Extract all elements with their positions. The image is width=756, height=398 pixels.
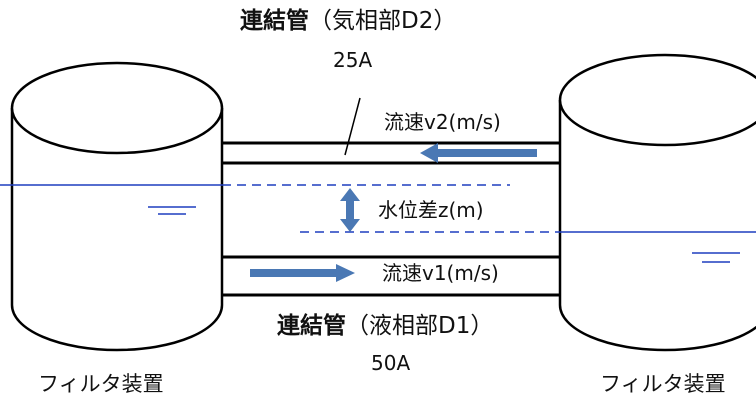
left-tank bbox=[10, 61, 224, 352]
flow-v2-label: 流速v2(m/s) bbox=[384, 110, 501, 134]
left-tank-label: フィルタ装置 bbox=[38, 372, 164, 396]
bottom-pipe-size: 50A bbox=[371, 351, 411, 375]
top-pipe bbox=[222, 141, 560, 165]
level-diff-label: 水位差z(m) bbox=[378, 198, 484, 222]
top-pipe-title: 連結管 bbox=[240, 8, 309, 34]
top-pipe-size: 25A bbox=[333, 48, 373, 72]
level-diff-arrow bbox=[340, 188, 360, 232]
water-surface-symbol-left bbox=[148, 206, 196, 215]
water-surface-symbol-right bbox=[692, 252, 740, 263]
top-pipe-subtitle: （気相部D2） bbox=[309, 8, 457, 34]
flow-arrow-v1 bbox=[250, 264, 355, 282]
flow-v1-label: 流速v1(m/s) bbox=[382, 261, 499, 285]
bottom-pipe-title-label: 連結管（液相部D1） bbox=[277, 315, 493, 338]
right-tank bbox=[558, 53, 756, 352]
bottom-pipe bbox=[222, 255, 560, 297]
right-tank-label: フィルタ装置 bbox=[600, 372, 726, 396]
water-levels bbox=[0, 184, 756, 233]
bottom-pipe-title: 連結管 bbox=[277, 313, 346, 339]
top-pipe-title-label: 連結管（気相部D2） bbox=[240, 10, 456, 33]
bottom-pipe-subtitle: （液相部D1） bbox=[346, 313, 494, 339]
top-pipe-leader-line bbox=[344, 97, 361, 156]
flow-arrow-v2 bbox=[420, 143, 537, 163]
